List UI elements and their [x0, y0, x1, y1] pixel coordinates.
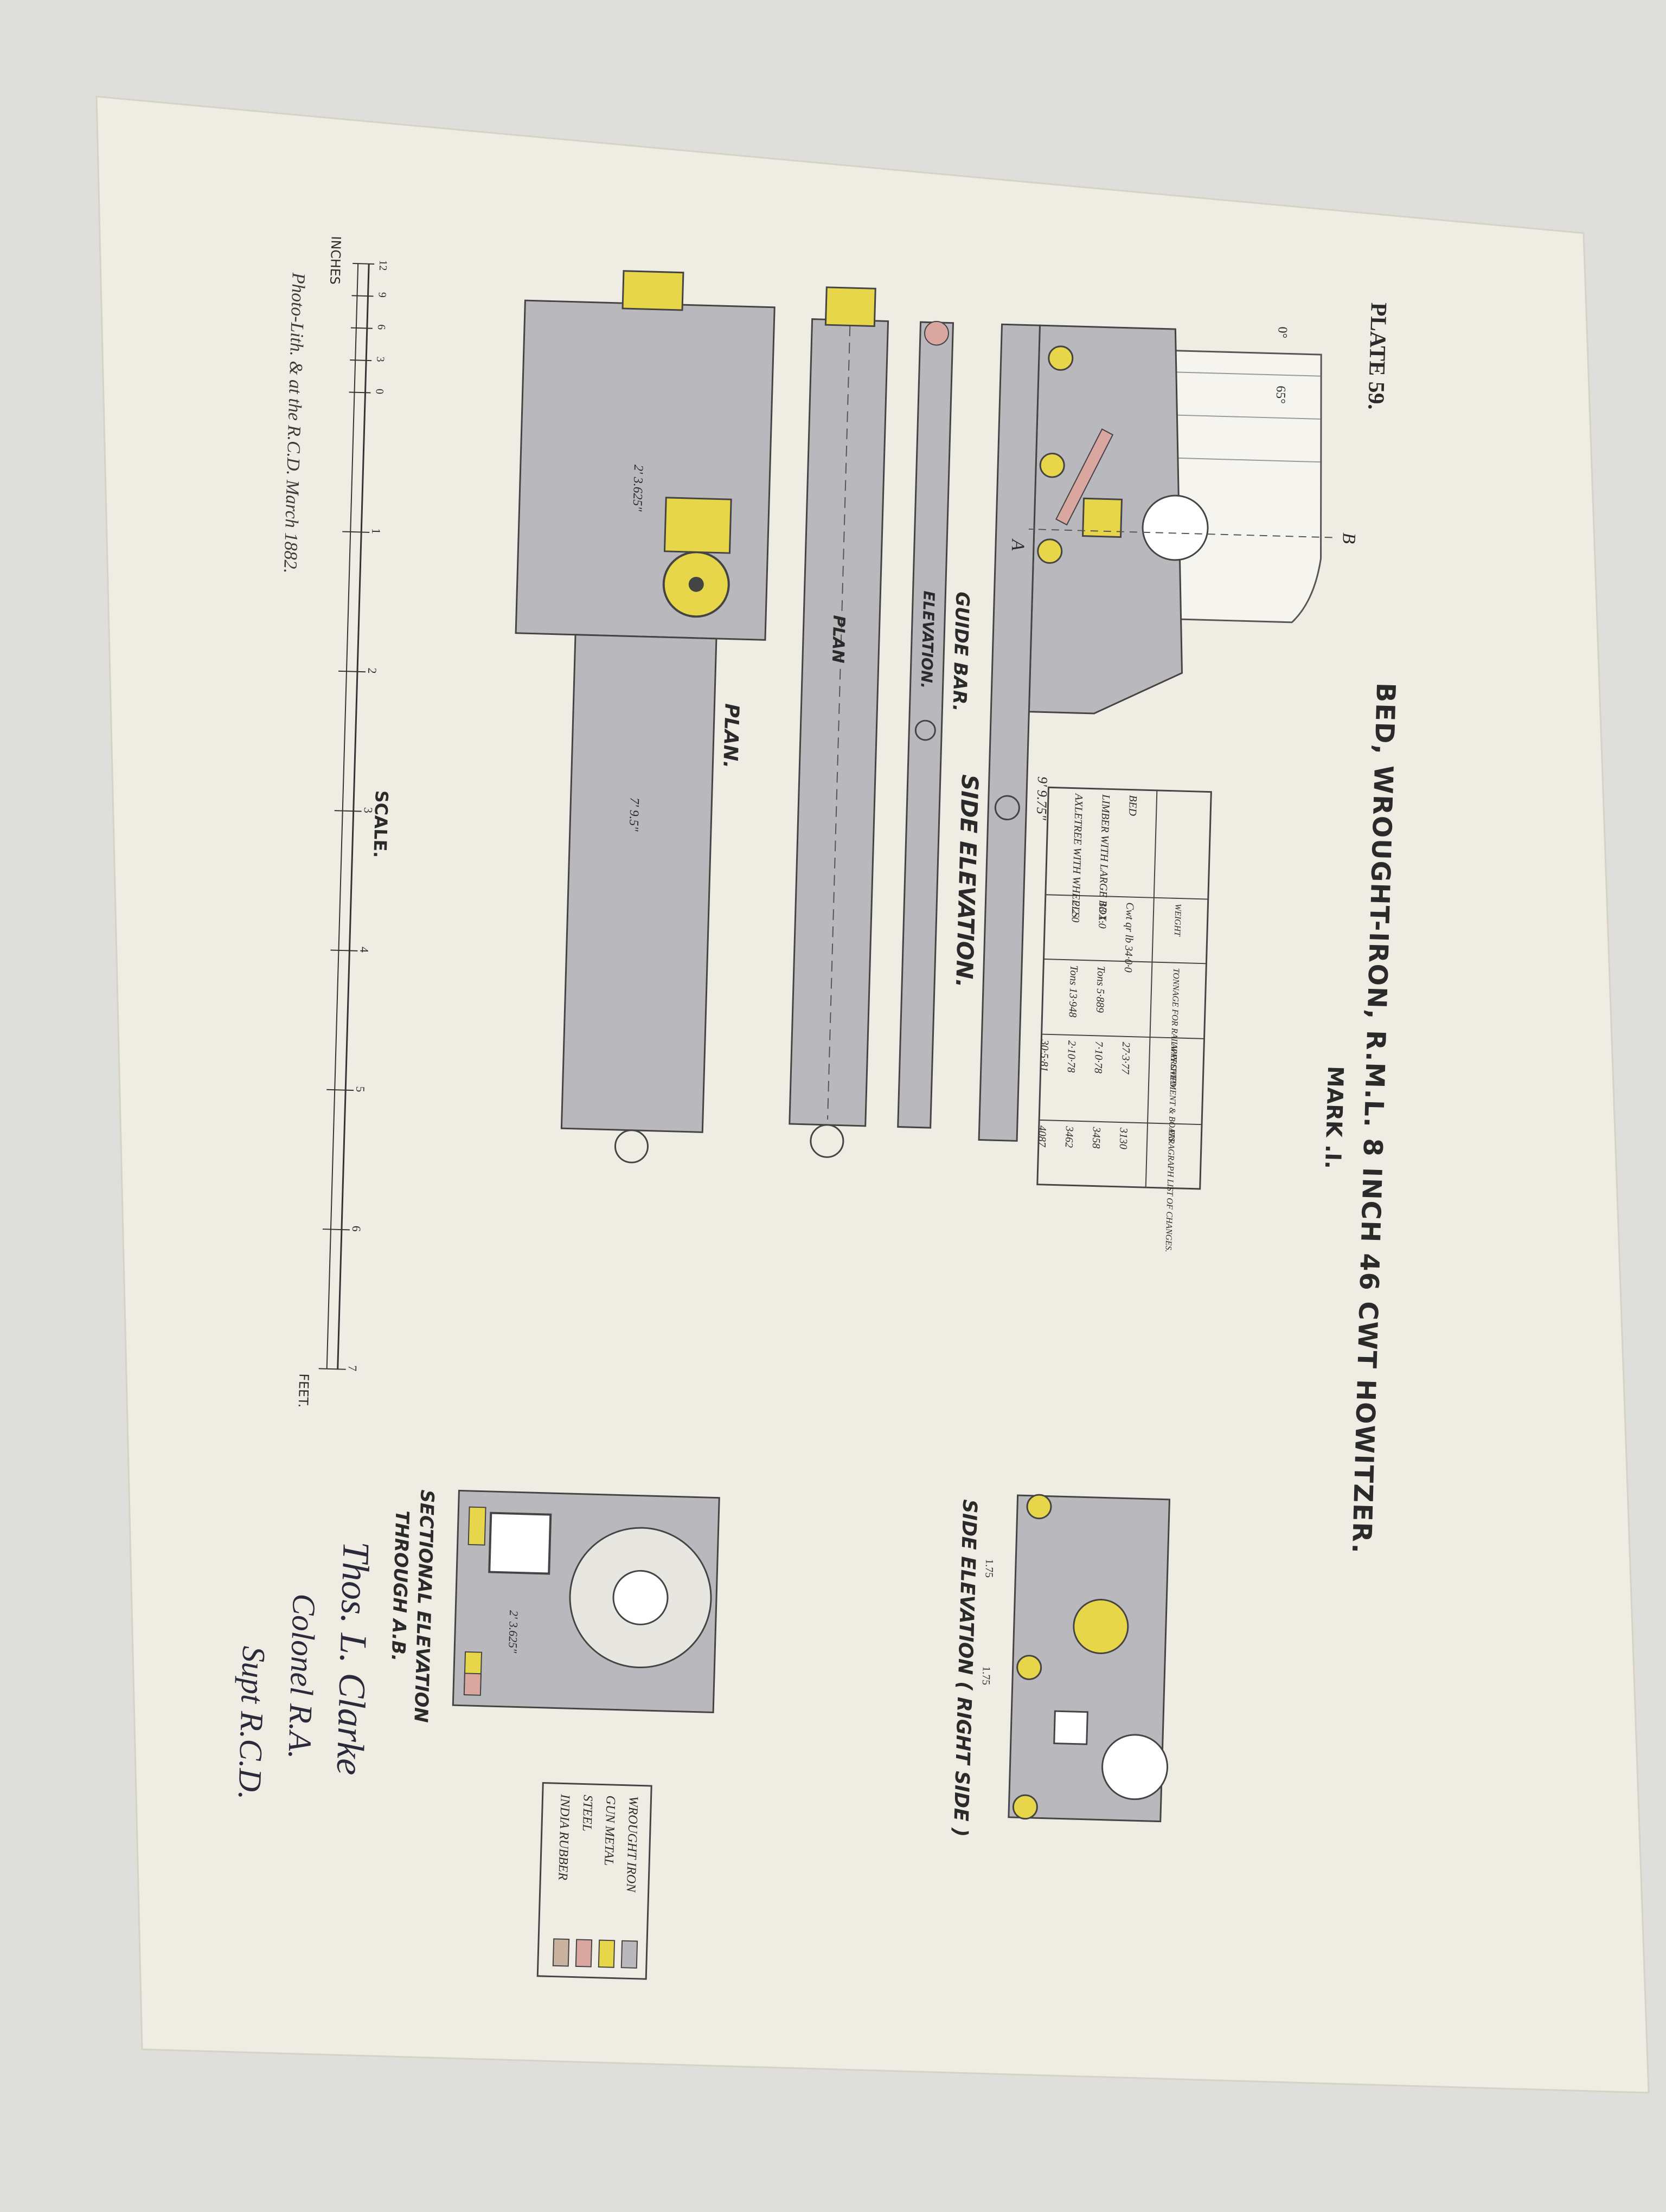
table-cell: 3458 [1090, 1126, 1103, 1148]
scale-inch-tick [349, 391, 371, 394]
gun-metal-bracket [663, 497, 732, 554]
sectional-label-2: THROUGH A.B. [387, 1510, 413, 1662]
trunnion-circle-right [1101, 1734, 1169, 1801]
scale-foot-tick [338, 670, 366, 673]
table-cell: 27·3·77 [1119, 1041, 1132, 1075]
section-mark-a: A [1008, 538, 1028, 551]
plan-gun-metal-eye [621, 270, 684, 311]
scale-foot-label: 1 [369, 528, 383, 535]
guide-bar-label: GUIDE BAR. [949, 591, 973, 712]
pitch-label-1: 1.75 [983, 1559, 995, 1578]
gun-metal-boss [1048, 345, 1074, 371]
table-cell: Tons 5·889 [1094, 966, 1107, 1013]
table-header-cell: WEIGHT [1172, 904, 1183, 937]
legend-swatch [620, 1940, 638, 1969]
scale-foot-tick [318, 1368, 346, 1370]
plan-label: PLAN. [719, 703, 743, 769]
signature-line-1: Thos. L. Clarke [328, 1541, 377, 1776]
scale-inch-tick [351, 295, 374, 297]
legend-label: GUN METAL [601, 1795, 618, 1866]
plan-trail [560, 634, 717, 1133]
gun-metal-boss [1037, 538, 1063, 564]
angle-65-label: 65° [1273, 385, 1288, 404]
pitch-label-2: 1.75 [980, 1666, 992, 1685]
legend-rows: WROUGHT IRON GUN METAL STEEL INDIA RUBBER [552, 1793, 640, 1969]
scale-foot-label: 2 [366, 667, 379, 674]
legend-swatch [598, 1939, 616, 1968]
scale-foot-tick [322, 1229, 350, 1231]
table-cell: 2·10·78 [1065, 1040, 1078, 1073]
scale-foot-label: 6 [350, 1226, 363, 1232]
table-header-cell: PARAGRAPH LIST OF CHANGES. [1163, 1128, 1176, 1252]
legend-label: INDIA RUBBER [555, 1793, 572, 1881]
scale-inch-label: 0 [373, 389, 385, 395]
signature-line-2: Colonel R.A. [281, 1593, 322, 1760]
scale-foot-label: 7 [346, 1365, 360, 1372]
guide-bar-drawing: ELEVATION. GUIDE BAR. PLAN [789, 286, 973, 1158]
scale-inch-tick [350, 359, 372, 362]
legend-swatch [575, 1939, 593, 1967]
plate-mark: MARK .I. [1320, 1066, 1348, 1169]
plan-length-dimension: 7' 9.5" [626, 797, 642, 832]
scale-inch-tick [353, 262, 375, 265]
scale-title: SCALE. [369, 790, 392, 858]
signature-line-3: Supt R.C.D. [232, 1645, 272, 1800]
table-cell: 2·2·0 [1069, 901, 1081, 922]
table-cell: 3130 [1117, 1127, 1130, 1149]
table-cell: BED [1126, 795, 1139, 816]
angle-0-label: 0° [1275, 326, 1290, 338]
handwritten-signature: Thos. L. Clarke Colonel R.A. Supt R.C.D. [232, 1541, 377, 1801]
section-width-dimension: 2' 3.625" [506, 1610, 521, 1654]
gun-metal-boss [1039, 453, 1065, 478]
gun-metal-eye [824, 286, 876, 327]
table-cell: Tons 13·948 [1066, 965, 1080, 1018]
gun-metal-block [1082, 497, 1123, 538]
side-elevation-label: SIDE ELEVATION. [951, 774, 983, 988]
bed-rail [978, 323, 1041, 1142]
table-header-cell: APPROVED. [1168, 1043, 1178, 1089]
table-cell: 7·10·78 [1092, 1041, 1105, 1073]
trunnion-circle [1142, 494, 1209, 561]
table-cell: 4087 [1036, 1126, 1048, 1148]
scale-feet-label: FEET. [296, 1373, 312, 1408]
scale-inch-label: 9 [376, 292, 388, 298]
legend-label: WROUGHT IRON [624, 1796, 640, 1894]
legend-label: STEEL [580, 1795, 595, 1831]
scale-foot-label: 4 [357, 947, 371, 953]
scale-foot-label: 5 [354, 1086, 367, 1092]
elevation-label: ELEVATION. [917, 590, 938, 689]
side-elevation-drawing: A B 9' 9.75" 0° 65° SIDE ELEVATION. [951, 323, 1359, 1142]
table-cell: Cwt qr lb 34·0·0 [1122, 902, 1136, 973]
plate-number: PLATE 59. [1363, 302, 1391, 410]
scale-foot-label: 3 [362, 807, 375, 814]
gun-metal-gear [1073, 1599, 1129, 1654]
steel-lever [1055, 428, 1114, 526]
plan-small-label: PLAN [828, 615, 849, 663]
legend-swatch [552, 1938, 570, 1967]
table-cell: 3462 [1063, 1126, 1075, 1148]
material-legend: WROUGHT IRON GUN METAL STEEL INDIA RUBBER [536, 1782, 652, 1980]
scale-inches-label: INCHES [327, 236, 344, 285]
scale-inch-tick [350, 327, 373, 329]
scale-inch-label: 12 [377, 260, 389, 271]
plan-width-dimension: 2' 3.625" [630, 465, 645, 512]
section-mark-b: B [1338, 532, 1359, 544]
plan-drawing: 2' 3.625" 7' 9.5" PLAN. [515, 270, 776, 1163]
scale-inch-label: 3 [374, 356, 386, 362]
table-cell: 30·5·81 [1038, 1039, 1051, 1072]
scale-inch-label: 6 [375, 324, 387, 330]
table-cell: 13·1·0 [1096, 902, 1108, 929]
